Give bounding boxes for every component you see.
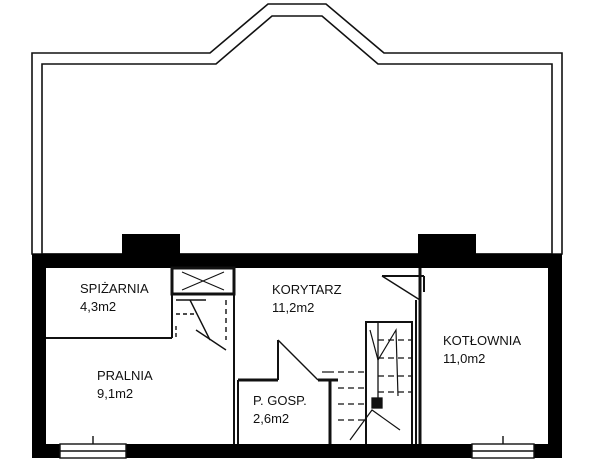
room-name-p-gosp: P. GOSP. <box>253 393 307 408</box>
doors <box>175 275 425 381</box>
room-area-korytarz: 11,2m2 <box>272 300 314 315</box>
room-area-kotlownia: 11,0m2 <box>443 351 485 366</box>
room-spizarnia: SPIŻARNIA 4,3m2 <box>80 281 149 314</box>
room-area-pralnia: 9,1m2 <box>97 386 133 401</box>
staircase <box>322 321 413 444</box>
window-right <box>471 436 535 459</box>
room-p-gosp: P. GOSP. 2,6m2 <box>253 393 307 426</box>
interior-walls <box>46 266 422 444</box>
room-name-korytarz: KORYTARZ <box>272 282 342 297</box>
room-kotlownia: KOTŁOWNIA 11,0m2 <box>443 333 521 366</box>
window-left <box>59 436 127 459</box>
room-name-kotlownia: KOTŁOWNIA <box>443 333 521 348</box>
room-korytarz: KORYTARZ 11,2m2 <box>272 282 342 315</box>
room-pralnia: PRALNIA 9,1m2 <box>97 368 153 401</box>
room-area-p-gosp: 2,6m2 <box>253 411 289 426</box>
upper-outline <box>31 3 563 255</box>
room-name-pralnia: PRALNIA <box>97 368 153 383</box>
room-area-spizarnia: 4,3m2 <box>80 299 116 314</box>
exterior-walls <box>32 234 562 458</box>
room-name-spizarnia: SPIŻARNIA <box>80 281 149 296</box>
